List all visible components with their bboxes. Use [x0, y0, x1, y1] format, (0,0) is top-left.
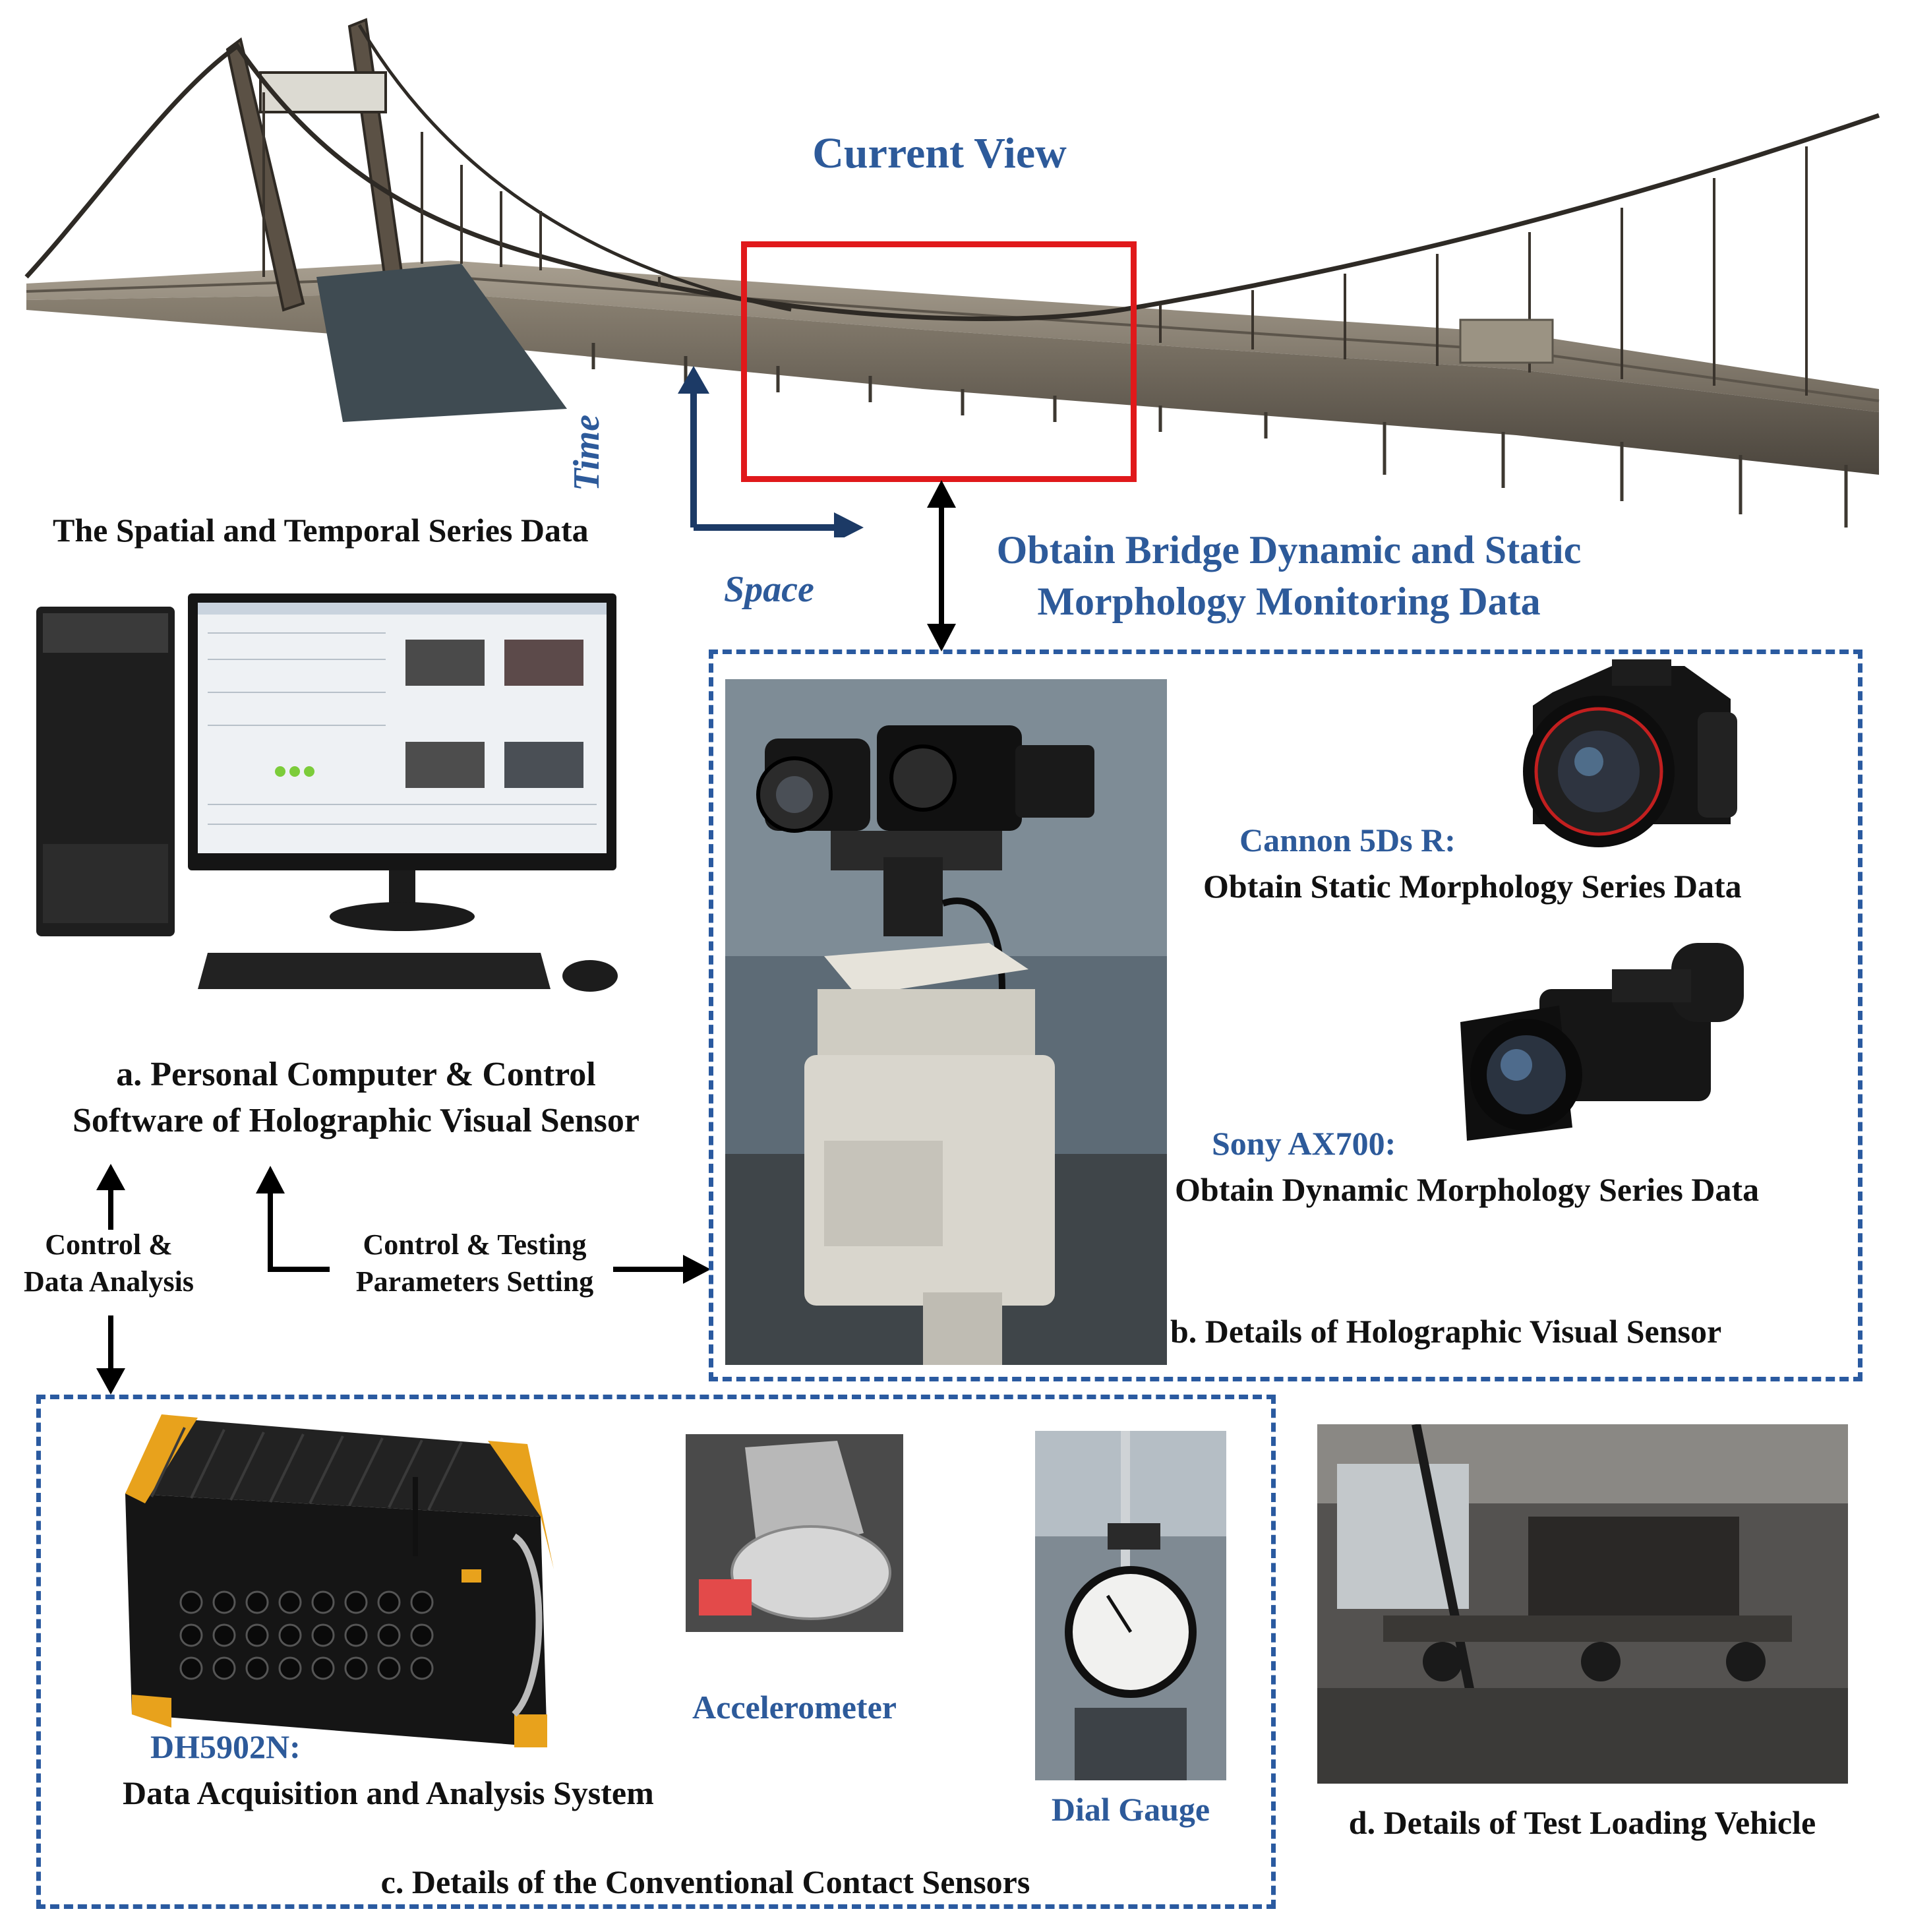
canon-desc: Obtain Static Morphology Series Data: [1203, 868, 1742, 905]
panel-c-title: c. Details of the Conventional Contact S…: [380, 1863, 1030, 1900]
bridge-illustration: [24, 18, 1880, 528]
loading-vehicle-photo: [1317, 1424, 1848, 1784]
obtain-double-arrow: [927, 480, 956, 651]
daq-device-photo: [125, 1414, 554, 1747]
panel-a-title-line2: Software of Holographic Visual Sensor: [73, 1102, 640, 1139]
control-testing-line2: Parameters Setting: [355, 1265, 594, 1298]
control-testing-line1: Control & Testing: [363, 1228, 587, 1261]
daq-desc: Data Acquisition and Analysis System: [123, 1774, 654, 1811]
canon-camera-photo: [1523, 659, 1737, 847]
panel-a-title-line1: a. Personal Computer & Control: [116, 1056, 596, 1093]
space-time-axes: [678, 366, 864, 537]
panel-d-title: d. Details of Test Loading Vehicle: [1348, 1804, 1816, 1841]
canon-name: Cannon 5Ds R:: [1239, 822, 1456, 859]
daq-name: DH5902N:: [150, 1728, 301, 1765]
dial-gauge-label: Dial Gauge: [1051, 1791, 1210, 1828]
panel-b-frame: [709, 649, 1862, 1381]
holographic-sensor-photo: [725, 679, 1167, 1365]
dial-gauge-photo: [1035, 1431, 1226, 1780]
control-analysis-line1: Control &: [45, 1228, 173, 1261]
panel-b-title: b. Details of Holographic Visual Sensor: [1170, 1313, 1722, 1350]
spatial-temporal-label: The Spatial and Temporal Series Data: [53, 512, 589, 549]
space-axis-label: Space: [724, 569, 814, 610]
obtain-data-line2: Morphology Monitoring Data: [1037, 580, 1541, 623]
flow-arrows: [96, 1164, 711, 1395]
accelerometer-photo: [686, 1434, 903, 1632]
sony-name: Sony AX700:: [1212, 1125, 1396, 1162]
time-axis-label: Time: [566, 414, 607, 491]
sony-camcorder-photo: [1460, 943, 1744, 1141]
control-analysis-line2: Data Analysis: [24, 1265, 194, 1298]
accelerometer-label: Accelerometer: [692, 1689, 897, 1726]
obtain-data-line1: Obtain Bridge Dynamic and Static: [996, 528, 1582, 572]
panel-c-frame: [36, 1395, 1276, 1909]
current-view-label: Current View: [812, 129, 1067, 177]
sony-desc: Obtain Dynamic Morphology Series Data: [1175, 1171, 1760, 1208]
computer-icon: [36, 593, 618, 992]
current-view-box: [741, 241, 1137, 482]
